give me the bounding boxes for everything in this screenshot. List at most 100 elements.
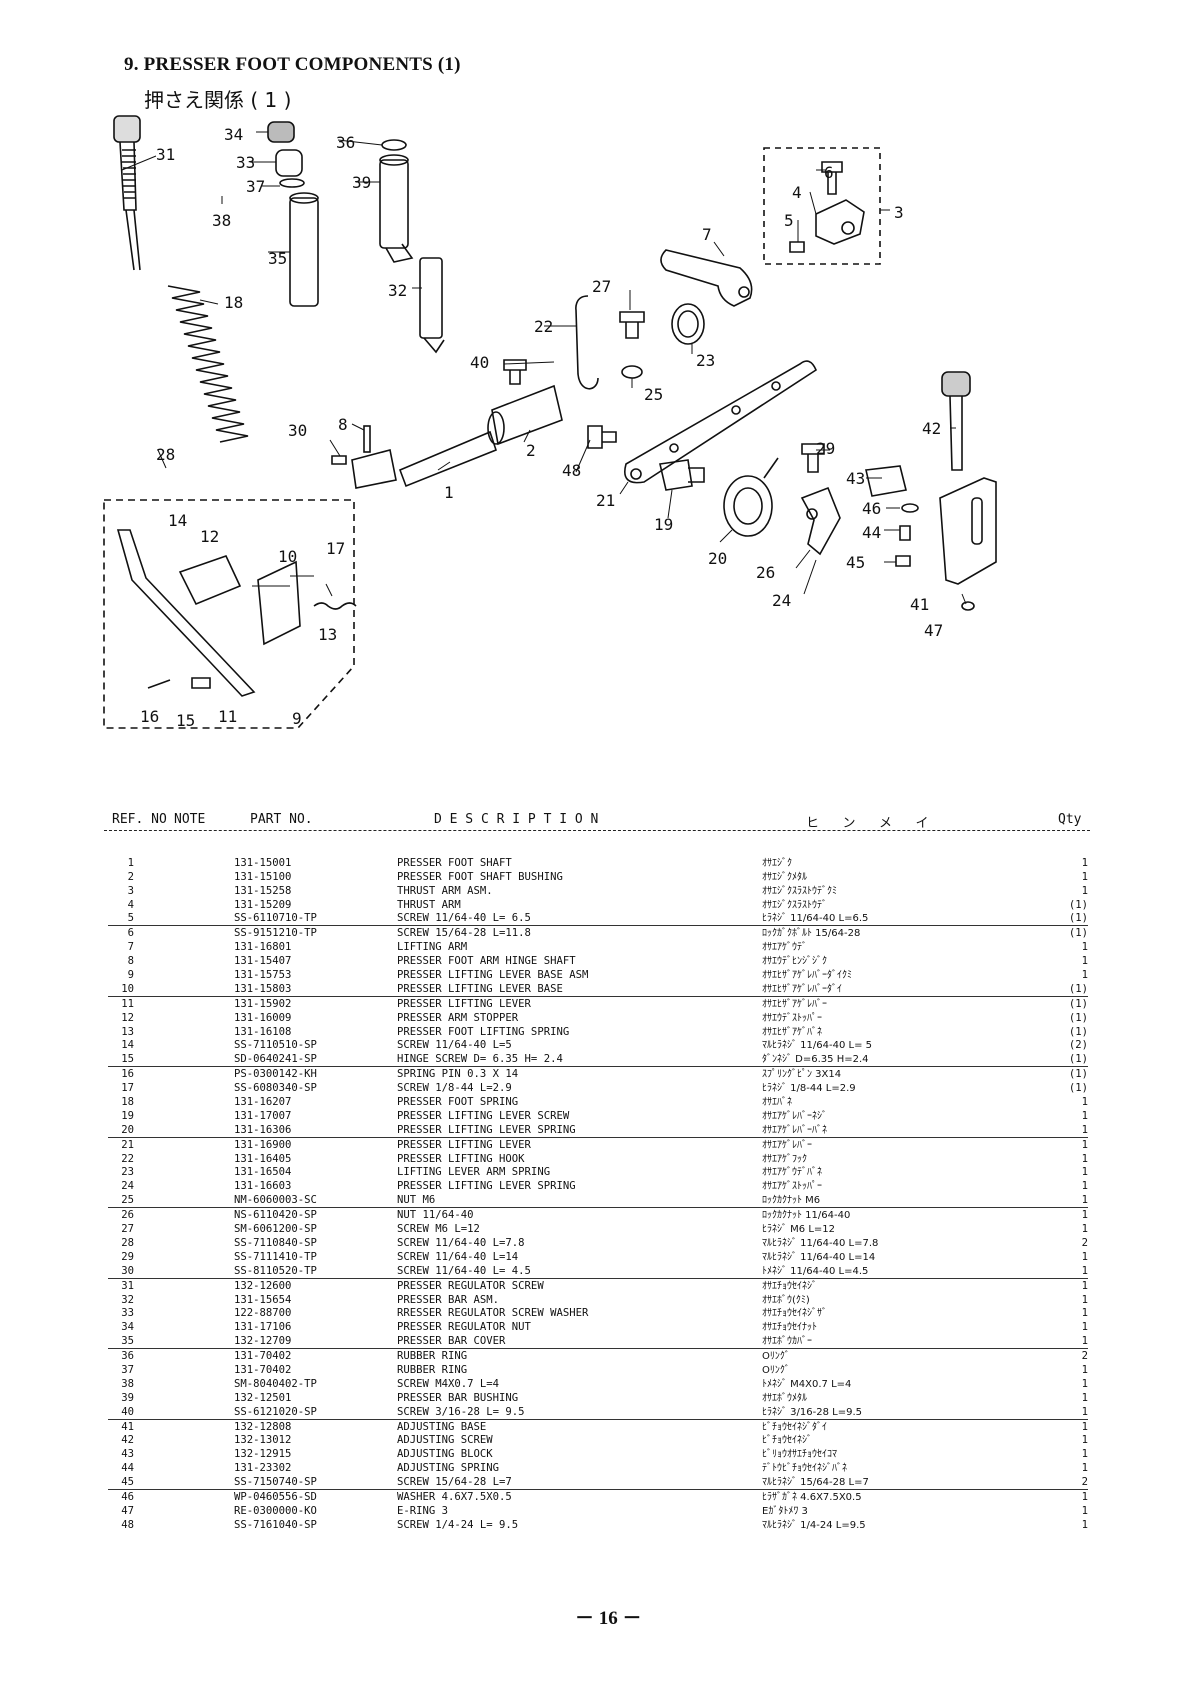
callout-30: 30 (288, 421, 307, 440)
cell-ref: 4 (127, 898, 134, 911)
cell-qty: 1 (1062, 1122, 1088, 1138)
cell-kana: ｵｻｴﾎﾞｳｶﾊﾞｰ (762, 1334, 1062, 1350)
cell-kana: ｵｻｴﾋｻﾞｱｹﾞﾊﾞﾈ (762, 1026, 822, 1038)
cell-note (134, 1109, 234, 1123)
cell-pn: 131-16405 (234, 1152, 292, 1165)
callout-23: 23 (696, 351, 715, 370)
cell-kana: ｵｻｴｼﾞｸﾒﾀﾙ (762, 871, 807, 883)
header-description: D E S C R I P T I O N (434, 812, 599, 827)
cell-qty: 1 (1081, 1420, 1088, 1433)
cell-kana: ｵｻｴｱｹﾞｳﾃﾞﾊﾞﾈ (762, 1167, 822, 1179)
callout-6: 6 (824, 163, 834, 182)
cell-pn: SS-7161040-SP (234, 1518, 317, 1531)
callout-37: 37 (246, 177, 265, 196)
cell-note (134, 1363, 234, 1377)
cell-ref: 23 (121, 1166, 134, 1179)
cell-qty: (1) (1062, 1052, 1088, 1068)
cell-kana: ｵｻｴﾋｻﾞｱｹﾞﾚﾊﾞｰﾀﾞｲｸﾐ (762, 970, 852, 982)
cell-note (134, 1334, 234, 1350)
cell-kana: ｵｻｴﾎﾞｳ(ｸﾐ) (762, 1294, 810, 1306)
cell-kana: ｵｻｴｳﾃﾞﾋﾝｼﾞｼﾞｸ (762, 956, 827, 968)
cell-qty: 1 (1081, 884, 1088, 897)
cell-ref: 26 (121, 1209, 134, 1222)
cell-pn: 131-15803 (234, 982, 397, 997)
cell-ref: 33 (121, 1307, 134, 1320)
cell-note (134, 856, 234, 870)
cell-ref: 2 (127, 870, 134, 883)
cell-qty: (1) (1068, 1082, 1088, 1095)
cell-qty: 1 (1081, 1434, 1088, 1447)
cell-ref: 43 (121, 1448, 134, 1461)
cell-qty: 1 (1081, 1363, 1088, 1376)
cell-desc: WASHER 4.6X7.5X0.5 (397, 1490, 512, 1503)
cell-note (134, 1193, 234, 1209)
cell-kana: ｵｻｴｱｹﾞｽﾄｯﾊﾟｰ (762, 1181, 822, 1193)
callout-1: 1 (444, 483, 454, 502)
cell-kana: ﾋﾞﾁｮｳｾｲﾈｼﾞ (762, 1435, 812, 1447)
cell-note (134, 954, 234, 968)
callout-44: 44 (862, 523, 881, 542)
cell-desc: E-RING 3 (397, 1504, 449, 1517)
cell-qty: 1 (1081, 1518, 1088, 1531)
cell-note (134, 940, 234, 954)
callout-9: 9 (292, 709, 302, 728)
cell-qty: 1 (1081, 941, 1088, 954)
cell-note (134, 1222, 234, 1236)
callout-40: 40 (470, 353, 489, 372)
cell-qty: (2) (1068, 1039, 1088, 1052)
cell-kana: ﾋﾞﾘｮｳｵｻｴﾁｮｳｾｲｺﾏ (762, 1449, 837, 1461)
cell-qty: (1) (1068, 1011, 1088, 1024)
cell-pn: 131-15001 (234, 856, 292, 869)
callout-42: 42 (922, 419, 941, 438)
cell-desc: PRESSER LIFTING LEVER BASE ASM (397, 969, 589, 982)
cell-ref: 44 (121, 1462, 134, 1475)
cell-pn: SS-7110840-SP (234, 1236, 317, 1249)
callout-7: 7 (702, 225, 712, 244)
page-number: － 16 － (575, 1608, 642, 1629)
cell-pn: 131-16603 (234, 1180, 292, 1193)
cell-kana: Oﾘﾝｸﾞ (762, 1351, 790, 1363)
callout-15: 15 (176, 711, 195, 730)
cell-ref: 25 (108, 1193, 134, 1209)
cell-kana: ｵｻｴﾋｻﾞｱｹﾞﾚﾊﾞｰﾀﾞｲ (762, 982, 1062, 997)
header-note: NOTE (174, 812, 206, 827)
callout-3: 3 (894, 203, 904, 222)
callout-14: 14 (168, 511, 187, 530)
callout-33: 33 (236, 153, 255, 172)
cell-kana: ｵｻｴｱｹﾞﾌｯｸ (762, 1153, 807, 1165)
callout-20: 20 (708, 549, 727, 568)
callout-16: 16 (140, 707, 159, 726)
cell-ref: 16 (121, 1068, 134, 1081)
cell-qty: 1 (1081, 1166, 1088, 1179)
cell-qty: 1 (1081, 969, 1088, 982)
cell-pn: SS-9151210-TP (234, 927, 317, 940)
cell-kana: ﾏﾙﾋﾗﾈｼﾞ 11/64-40 L= 5 (762, 1040, 872, 1052)
cell-pn: RE-0300000-KO (234, 1504, 317, 1517)
cell-pn: 132-12808 (234, 1420, 292, 1433)
cell-ref: 29 (121, 1250, 134, 1263)
cell-note (134, 911, 234, 927)
cell-qty: (1) (1068, 927, 1088, 940)
cell-qty: 1 (1081, 1462, 1088, 1475)
callout-4: 4 (792, 183, 802, 202)
cell-note (134, 1081, 234, 1095)
header-qty: Qty (1058, 812, 1082, 827)
cell-desc: HINGE SCREW D= 6.35 H= 2.4 (397, 1052, 762, 1068)
callout-31: 31 (156, 145, 175, 164)
callout-36: 36 (336, 133, 355, 152)
cell-qty: 1 (1081, 1109, 1088, 1122)
cell-desc: PRESSER LIFTING LEVER (397, 997, 531, 1010)
